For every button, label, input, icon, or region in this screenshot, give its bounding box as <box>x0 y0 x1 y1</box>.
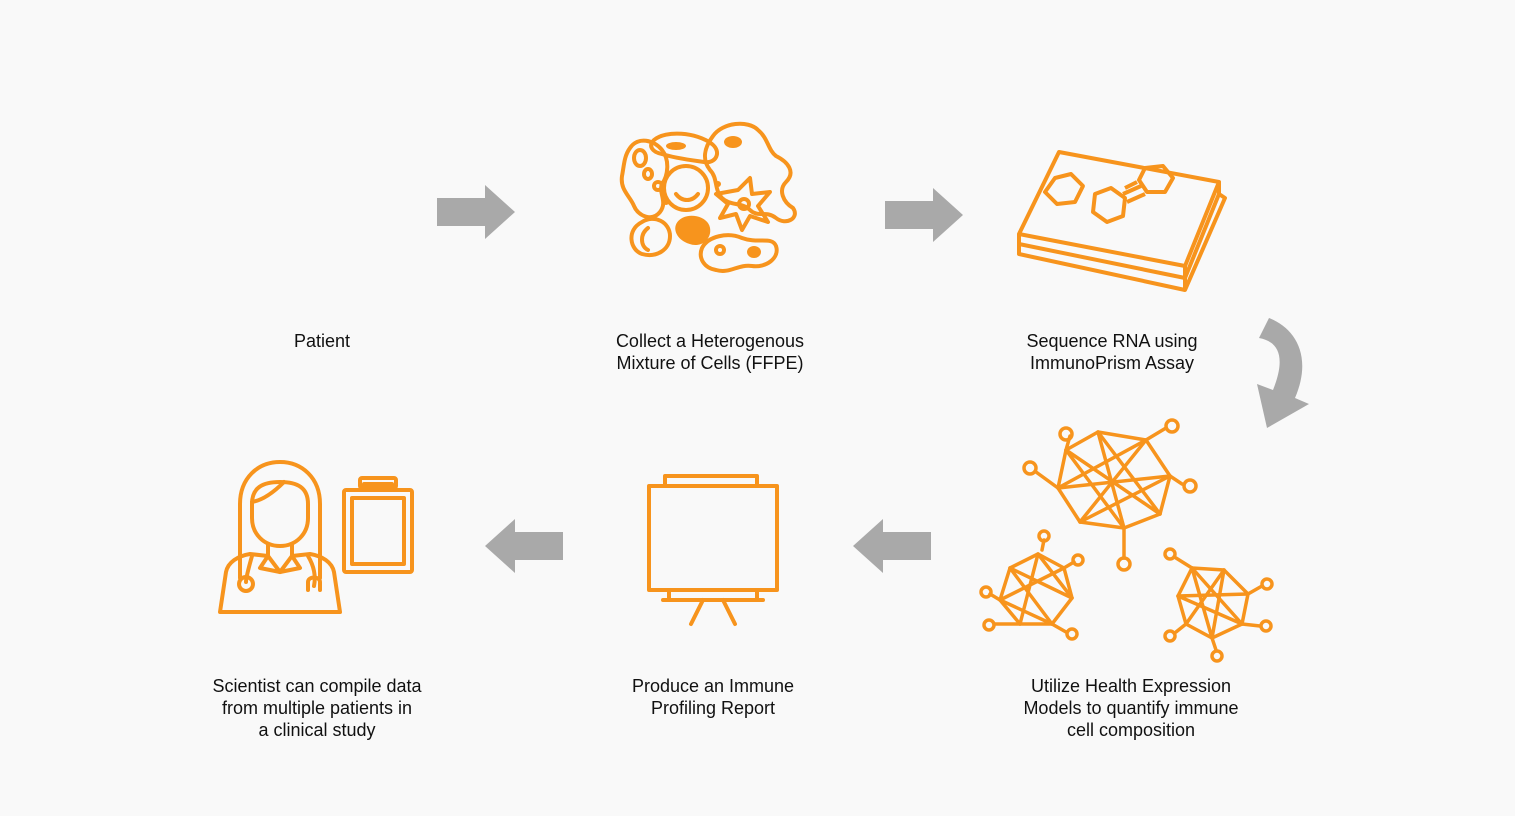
step-label-scientist: Scientist can compile data from multiple… <box>212 676 422 740</box>
report-board-icon <box>645 474 781 628</box>
arrow-left-icon <box>485 519 563 573</box>
arrow-right-icon <box>437 185 515 239</box>
arrow-left-icon <box>853 519 931 573</box>
assay-chip-icon <box>1015 148 1230 293</box>
arrow-curved-down-icon <box>1255 318 1315 430</box>
step-label-patient: Patient <box>293 331 351 351</box>
step-label-collect-cells: Collect a Heterogenous Mixture of Cells … <box>615 331 805 373</box>
scientist-icon <box>218 460 418 616</box>
cell-mixture-icon <box>618 118 803 278</box>
arrow-right-icon <box>885 188 963 242</box>
step-label-report: Produce an Immune Profiling Report <box>631 676 795 718</box>
step-label-sequence-rna: Sequence RNA using ImmunoPrism Assay <box>1026 331 1198 373</box>
network-model-icon <box>979 418 1280 663</box>
step-label-health-models: Utilize Health Expression Models to quan… <box>1023 676 1239 740</box>
